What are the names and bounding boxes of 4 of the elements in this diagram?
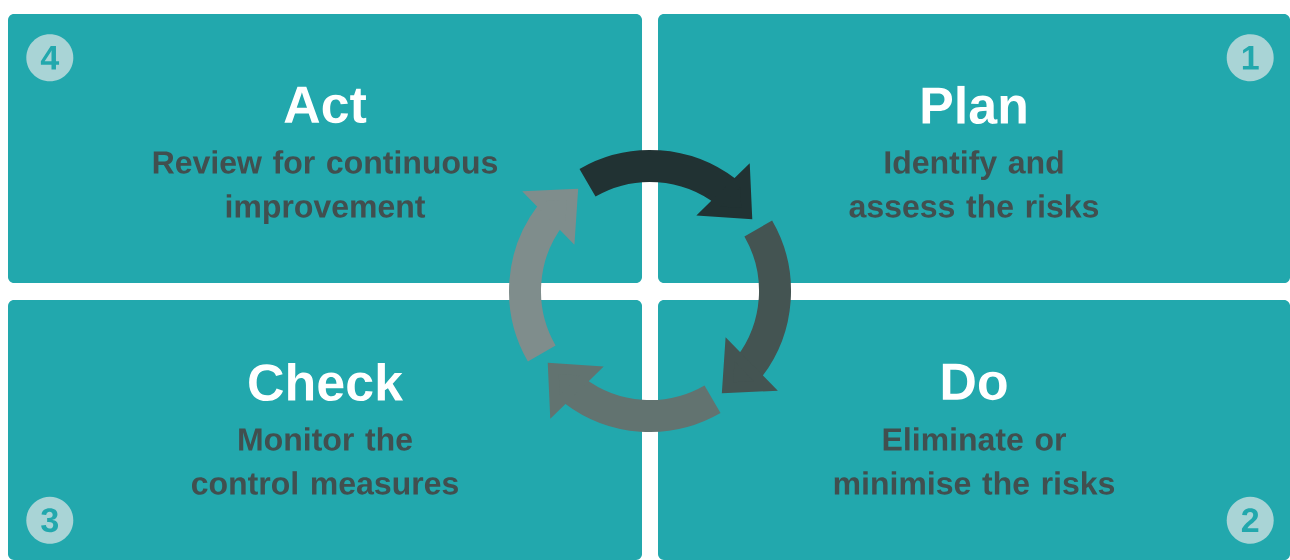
number-badge: 4 [26,34,74,82]
number-badge: 3 [26,496,74,544]
number-badge: 2 [1226,496,1274,544]
number-badge: 1 [1226,34,1274,82]
